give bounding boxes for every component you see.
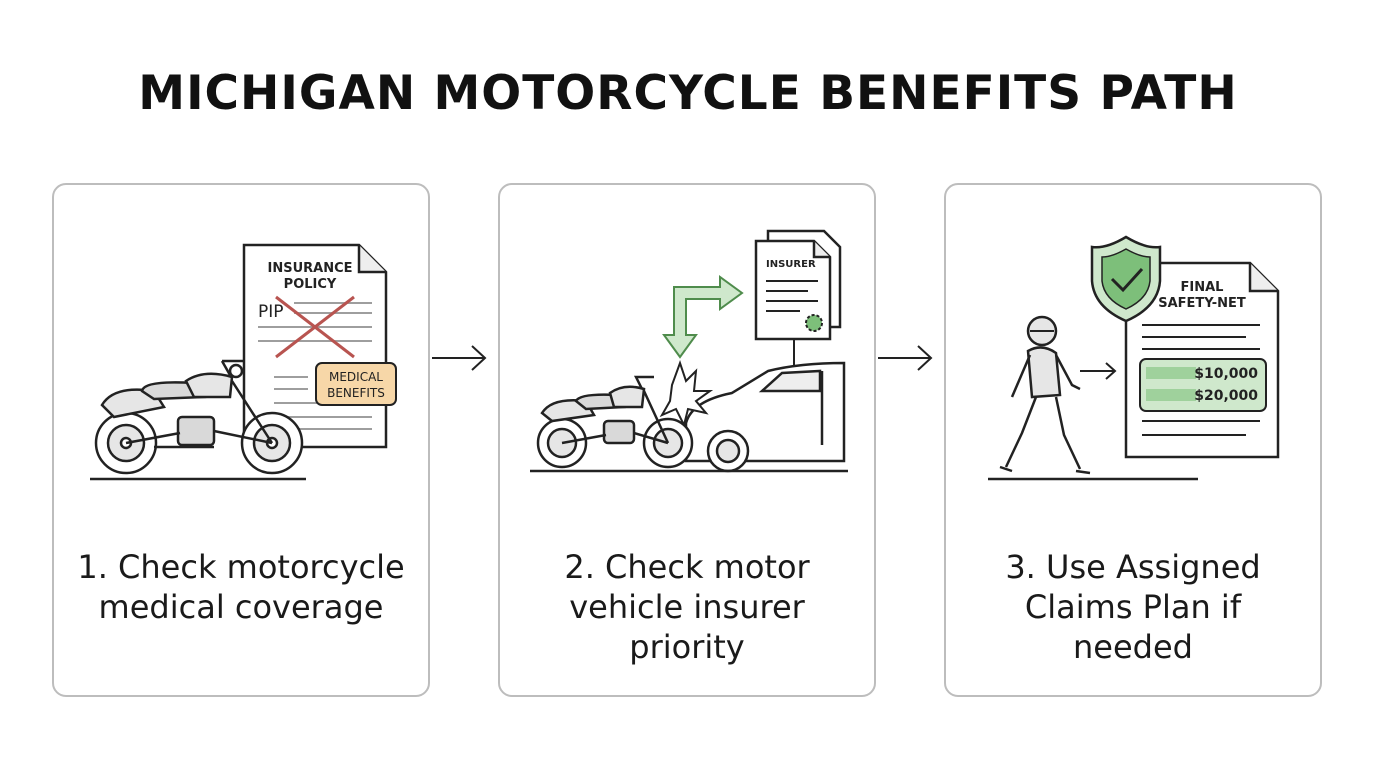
step-3-caption: 3. Use Assigned Claims Plan if needed bbox=[1005, 548, 1261, 666]
amounts-panel: $10,000 $20,000 bbox=[1139, 358, 1267, 412]
motorcycle-icon bbox=[536, 375, 694, 469]
badge-line2: BENEFITS bbox=[327, 386, 385, 400]
arrow-right-icon bbox=[432, 345, 487, 371]
step-card-1: INSURANCE POLICY PIP MEDICAL bbox=[52, 183, 430, 697]
arrow-right-icon bbox=[878, 345, 933, 371]
doc-title-line1: FINAL bbox=[1181, 280, 1224, 295]
person-walking-icon bbox=[999, 315, 1091, 475]
step-1-illustration: INSURANCE POLICY PIP MEDICAL bbox=[90, 243, 397, 481]
seal-icon bbox=[805, 314, 823, 332]
safety-net-document-icon: FINAL SAFETY-NET $10,000 $20,000 bbox=[1124, 261, 1280, 459]
medical-benefits-badge: MEDICAL BENEFITS bbox=[315, 362, 397, 406]
insurer-document-icon: INSURER bbox=[754, 229, 842, 386]
step-2-caption: 2. Check motor vehicle insurer priority bbox=[564, 548, 810, 666]
doc-title-line1: INSURANCE bbox=[267, 261, 352, 276]
doc-title-line2: POLICY bbox=[284, 277, 337, 292]
cross-out-icon bbox=[275, 295, 355, 359]
shield-check-icon bbox=[1090, 235, 1162, 323]
motorcycle-icon bbox=[94, 359, 304, 475]
amount-2: $20,000 bbox=[1194, 388, 1258, 404]
step-card-3: FINAL SAFETY-NET $10,000 $20,000 bbox=[944, 183, 1322, 697]
pip-label: PIP bbox=[258, 302, 284, 322]
insurance-policy-document-icon: INSURANCE POLICY PIP MEDICAL bbox=[242, 243, 397, 449]
step-1-caption: 1. Check motorcycle medical coverage bbox=[77, 548, 405, 626]
page-title: MICHIGAN MOTORCYCLE BENEFITS PATH bbox=[138, 66, 1238, 121]
step-2-illustration: INSURER bbox=[530, 229, 848, 473]
badge-line1: MEDICAL bbox=[329, 370, 383, 384]
priority-arrows-icon bbox=[662, 275, 744, 359]
step-card-2: INSURER bbox=[498, 183, 876, 697]
arrow-right-icon bbox=[1080, 362, 1117, 380]
car-icon bbox=[684, 361, 846, 473]
amount-1: $10,000 bbox=[1194, 366, 1258, 382]
insurer-doc-title: INSURER bbox=[766, 259, 816, 270]
doc-title-line2: SAFETY-NET bbox=[1158, 296, 1246, 311]
step-3-illustration: FINAL SAFETY-NET $10,000 $20,000 bbox=[988, 235, 1280, 481]
impact-icon bbox=[659, 359, 714, 428]
